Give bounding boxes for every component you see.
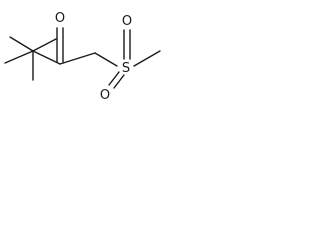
- atom-carbonyl-oxygen: O: [55, 11, 65, 26]
- bond-cq-ccarbonyl: [32, 50, 61, 65]
- structure-canvas: O S O O: [0, 0, 180, 112]
- bond-cq-c5: [32, 38, 57, 52]
- atom-sulfonyl-oxygen-left: O: [100, 88, 110, 103]
- bond-ccarbonyl-ch2: [59, 52, 96, 65]
- bond-ch2-s: [94, 52, 118, 67]
- bond-cq-c3: [4, 50, 34, 64]
- bond-s-o-left-a: [108, 71, 120, 86]
- atom-sulfonyl-oxygen-top: O: [122, 14, 132, 29]
- bond-s-ch3: [133, 50, 161, 67]
- bond-s-o-left-b: [113, 74, 125, 89]
- atom-sulfonyl-sulfur: S: [122, 61, 130, 76]
- bond-c1-cq: [9, 36, 34, 52]
- skeletal-formula: O S O O: [4, 11, 161, 103]
